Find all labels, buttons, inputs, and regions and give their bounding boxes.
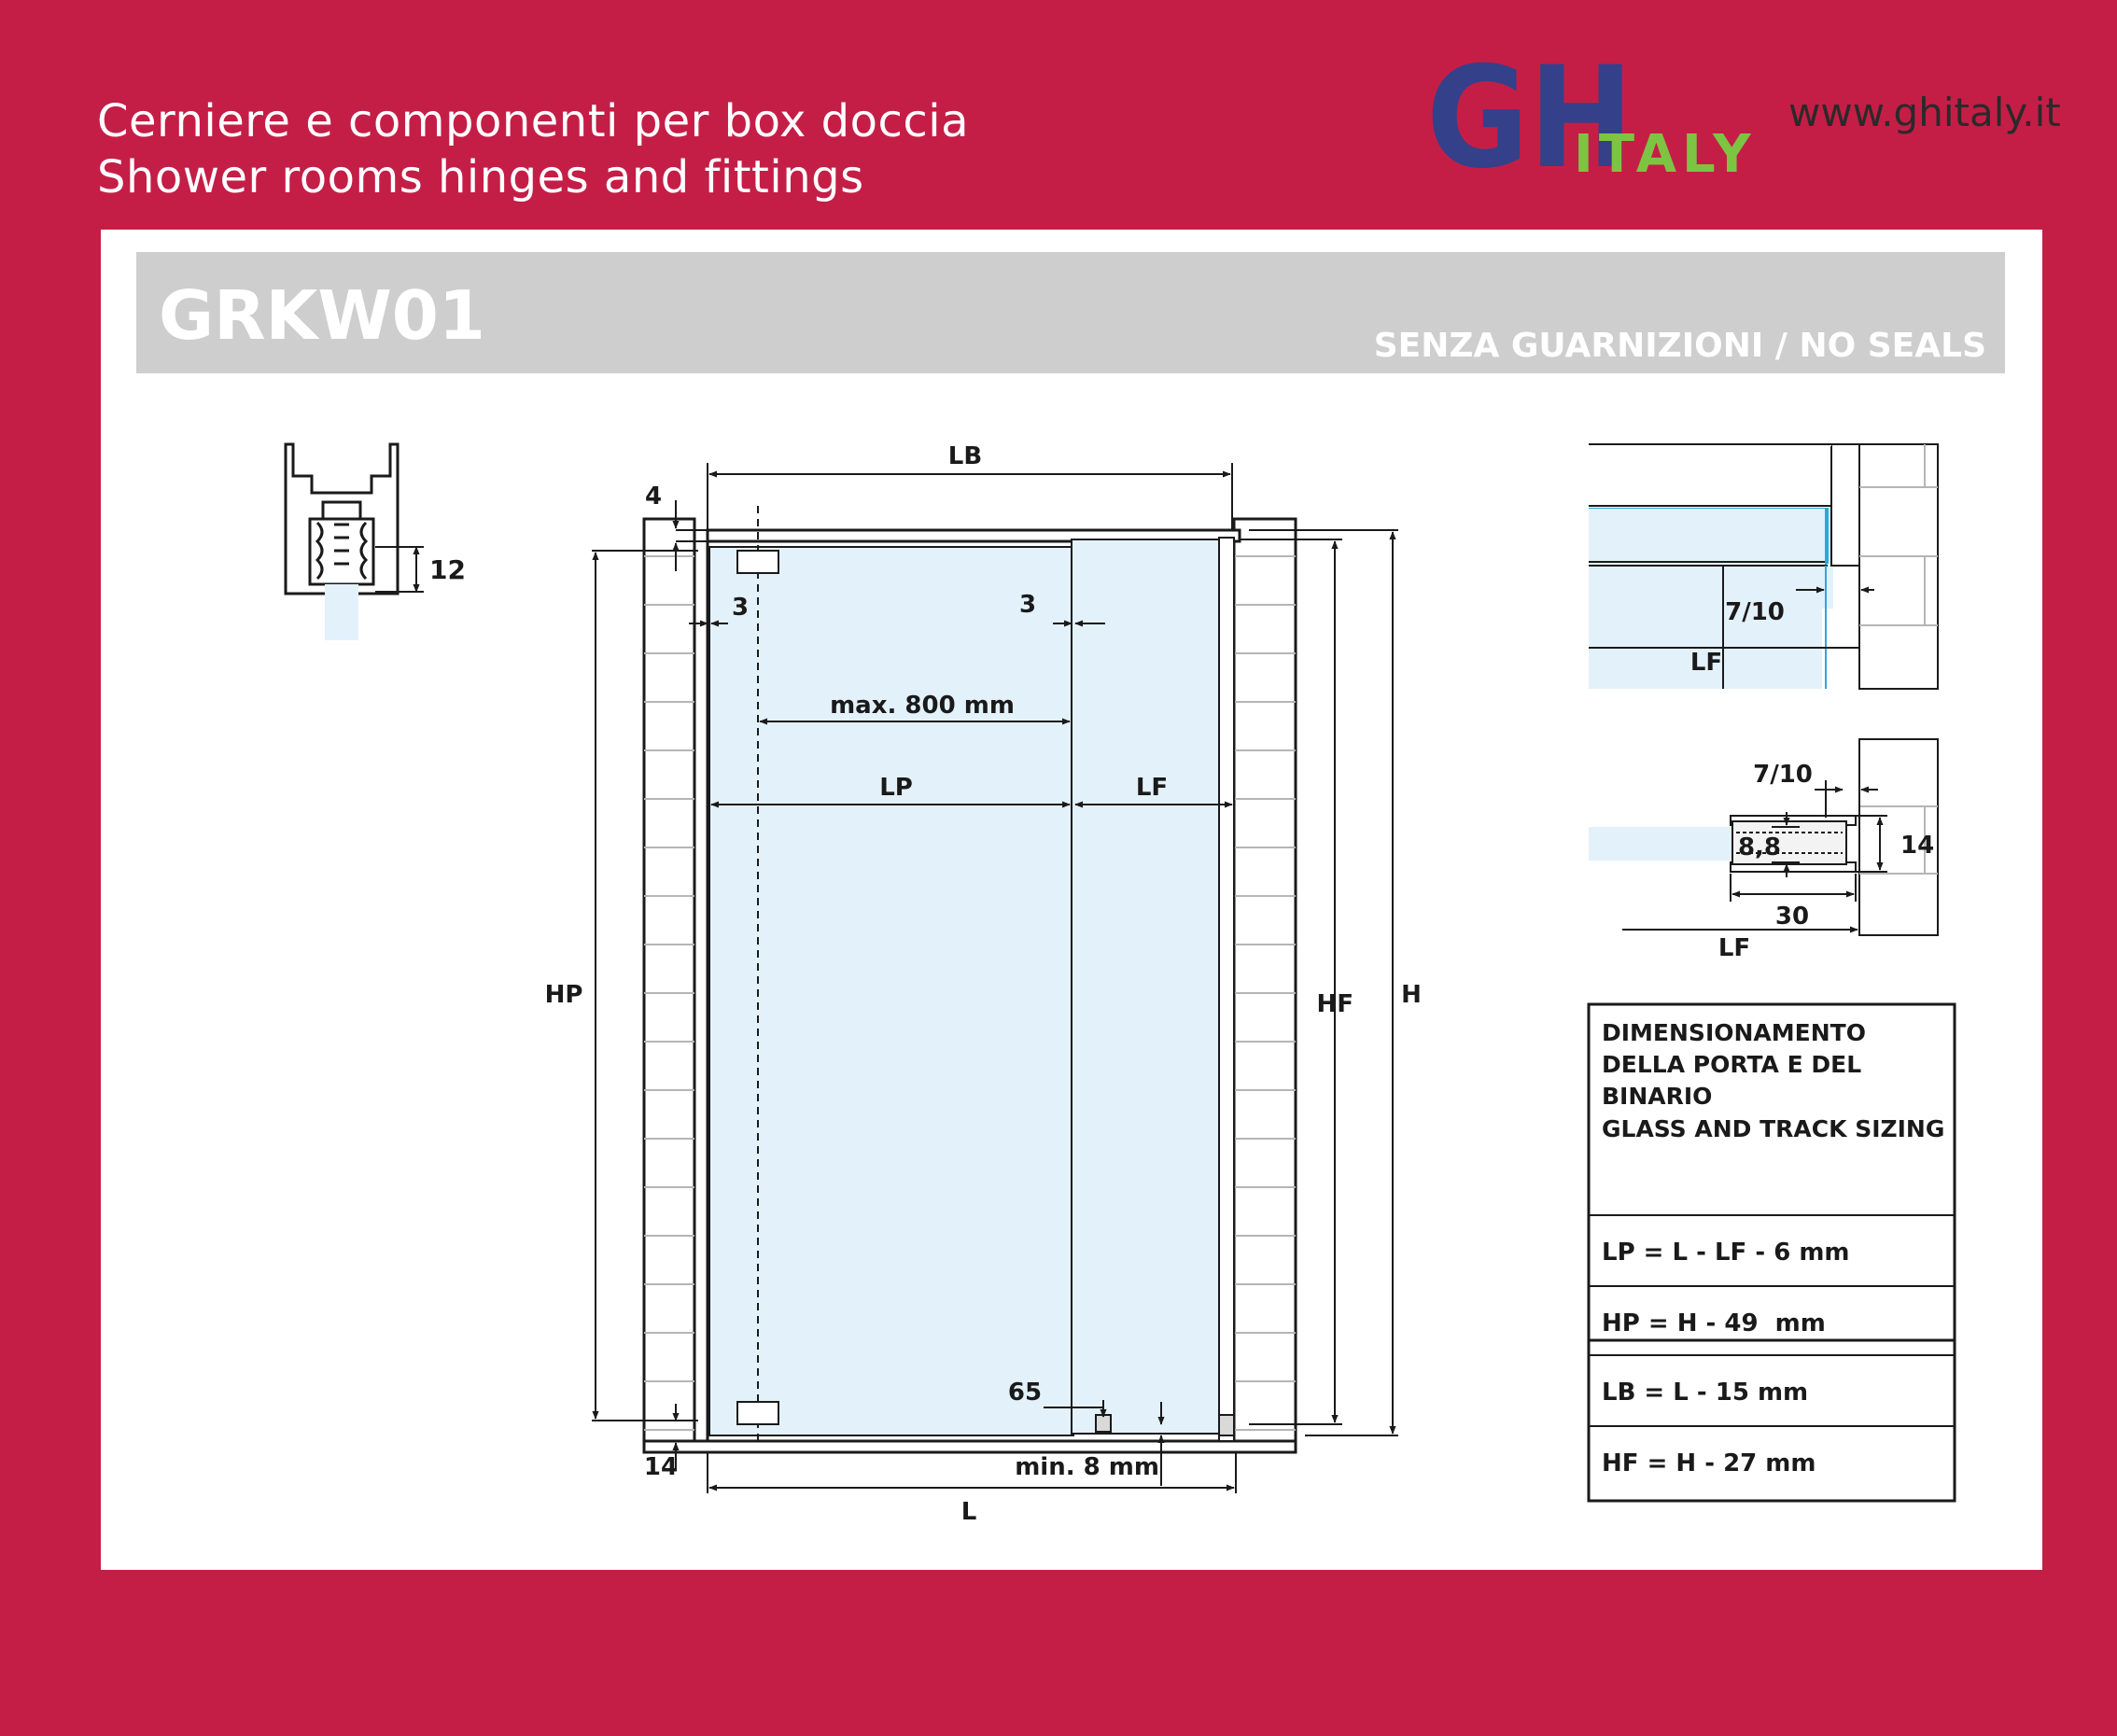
label-l: L	[961, 1498, 977, 1526]
header-line-italian: Cerniere e componenti per box doccia	[97, 95, 970, 147]
label-min8: min. 8 mm	[1015, 1453, 1159, 1481]
label-3-left: 3	[732, 594, 749, 622]
logo-sub: ITALY	[1574, 124, 1757, 175]
label-hp: HP	[545, 981, 583, 1009]
technical-drawing: 12	[284, 442, 1956, 1526]
detail-bottom-view	[1589, 738, 1939, 936]
table-title-english: GLASS AND TRACK SIZING	[1602, 1115, 1944, 1142]
website-link[interactable]: www.ghitaly.it	[1788, 90, 2061, 135]
table-row-lb: LB = L - 15 mm	[1602, 1379, 1808, 1407]
detail-top-view	[1589, 443, 1939, 690]
bottom-roller	[736, 1401, 779, 1425]
product-title-bar: GRKW01 SENZA GUARNIZIONI / NO SEALS	[136, 252, 2005, 373]
label-detail-bottom-710: 7/10	[1753, 761, 1813, 789]
sizing-table	[1587, 1002, 1956, 1503]
label-hf: HF	[1316, 990, 1353, 1018]
table-row-hf: HF = H - 27 mm	[1602, 1449, 1816, 1477]
label-14: 14	[644, 1453, 678, 1481]
product-code: GRKW01	[159, 276, 485, 355]
label-detail-bottom-30: 30	[1775, 903, 1809, 931]
label-lp: LP	[879, 774, 913, 802]
sliding-door-glass	[708, 546, 1074, 1436]
right-wall	[1232, 517, 1297, 1454]
table-title-italian: DIMENSIONAMENTO DELLA PORTA E DEL BINARI…	[1602, 1019, 1866, 1110]
fixed-panel-profile	[1218, 537, 1235, 1442]
track-profile-section	[284, 442, 400, 595]
label-12: 12	[429, 554, 466, 585]
label-detail-bottom-88: 8,8	[1738, 833, 1781, 861]
label-detail-bottom-lf: LF	[1718, 934, 1750, 962]
dim-12	[375, 546, 424, 593]
label-detail-top-710: 7/10	[1725, 598, 1785, 626]
table-row-hp: HP = H - 49 mm	[1602, 1309, 1826, 1337]
floor-line	[642, 1439, 1297, 1454]
corner-stop	[1218, 1414, 1235, 1436]
label-3-right: 3	[1019, 591, 1036, 619]
label-max800: max. 800 mm	[830, 692, 1015, 720]
label-65: 65	[1008, 1379, 1042, 1407]
table-row-lp: LP = L - LF - 6 mm	[1602, 1239, 1850, 1267]
label-h: H	[1401, 981, 1422, 1009]
profile-glass	[325, 584, 358, 640]
label-lf: LF	[1136, 774, 1168, 802]
brand-logo: GH ITALY	[1426, 54, 1757, 175]
logo-main: GH	[1426, 54, 1633, 175]
label-detail-top-lf: LF	[1690, 649, 1722, 677]
label-lb: LB	[948, 442, 982, 470]
content-panel: GRKW01 SENZA GUARNIZIONI / NO SEALS 1	[101, 230, 2042, 1570]
top-roller	[736, 550, 779, 574]
label-4: 4	[645, 483, 662, 511]
fixed-panel-glass	[1071, 539, 1222, 1435]
floor-guide	[1095, 1414, 1112, 1433]
product-note: SENZA GUARNIZIONI / NO SEALS	[1373, 327, 1986, 365]
header-line-english: Shower rooms hinges and fittings	[97, 151, 864, 203]
label-detail-bottom-14: 14	[1900, 832, 1934, 860]
left-wall	[642, 517, 696, 1454]
